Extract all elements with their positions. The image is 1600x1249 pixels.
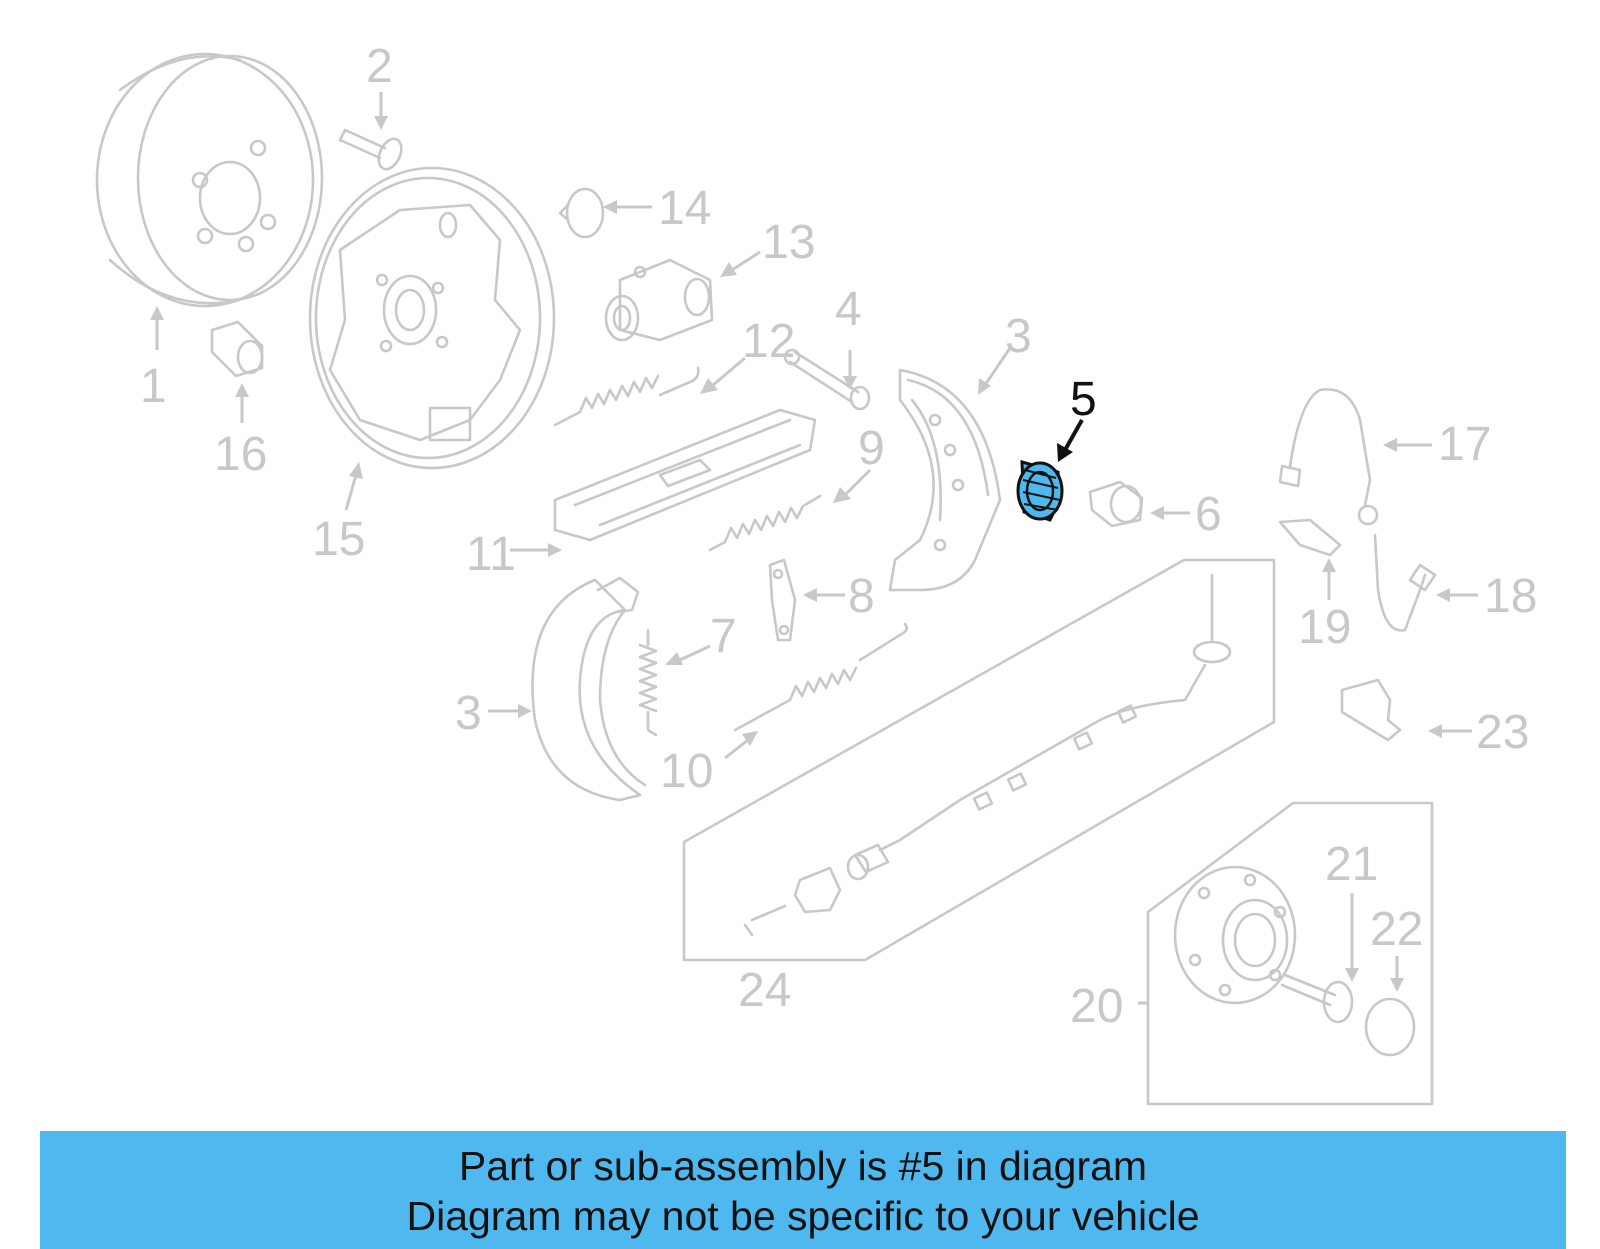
callout-16: 16 bbox=[214, 428, 267, 481]
upper-spring-part bbox=[553, 366, 700, 427]
bracket-part bbox=[1340, 678, 1402, 742]
callout-24: 24 bbox=[738, 964, 791, 1017]
brake-shoe-right-part bbox=[888, 368, 1002, 592]
adjuster-spring-part bbox=[708, 494, 822, 552]
wear-sensor-kit-panel bbox=[682, 558, 1276, 962]
callout-22: 22 bbox=[1370, 903, 1423, 956]
strut-part bbox=[768, 558, 797, 642]
callout-14: 14 bbox=[658, 182, 711, 235]
adjuster-pin-part bbox=[783, 348, 871, 411]
callout-labels: 1 2 3 3 4 5 6 7 8 9 10 11 12 13 14 15 16… bbox=[140, 40, 1537, 1033]
return-spring-part bbox=[733, 622, 908, 732]
wheel-cylinder-part bbox=[604, 258, 714, 342]
callout-2: 2 bbox=[366, 40, 393, 93]
callout-3-upper: 3 bbox=[1005, 310, 1032, 363]
callout-9: 9 bbox=[858, 422, 885, 475]
cap-part bbox=[1088, 480, 1144, 528]
callout-3-lower: 3 bbox=[455, 687, 482, 740]
backing-plate-part bbox=[308, 166, 556, 470]
bushing-part bbox=[210, 320, 264, 378]
callout-15: 15 bbox=[312, 513, 365, 566]
plug-part bbox=[558, 187, 605, 239]
bolt-part bbox=[338, 128, 403, 171]
callout-8: 8 bbox=[848, 570, 875, 623]
callout-1: 1 bbox=[140, 360, 167, 413]
callout-21: 21 bbox=[1325, 838, 1378, 891]
callout-4: 4 bbox=[835, 283, 862, 336]
callout-12: 12 bbox=[742, 315, 795, 368]
brake-drum-part bbox=[95, 52, 324, 308]
callout-20: 20 bbox=[1070, 980, 1123, 1033]
callout-13: 13 bbox=[762, 216, 815, 269]
callout-19: 19 bbox=[1298, 601, 1351, 654]
callout-10: 10 bbox=[660, 745, 713, 798]
banner-disclaimer: Diagram may not be specific to your vehi… bbox=[406, 1193, 1200, 1239]
callout-arrows bbox=[150, 92, 1478, 1005]
info-banner: Part or sub-assembly is #5 in diagram Di… bbox=[40, 1131, 1566, 1249]
hold-down-spring-part bbox=[638, 628, 658, 737]
callout-5: 5 bbox=[1070, 373, 1097, 426]
parking-lever-part bbox=[553, 408, 817, 542]
callout-6: 6 bbox=[1195, 488, 1222, 541]
callout-23: 23 bbox=[1476, 706, 1529, 759]
callout-11: 11 bbox=[466, 528, 516, 581]
banner-part-note: Part or sub-assembly is #5 in diagram bbox=[458, 1143, 1148, 1189]
brake-hose-part bbox=[1373, 533, 1437, 632]
brake-shoe-left-part bbox=[531, 576, 647, 802]
clip-part bbox=[1278, 518, 1342, 557]
wheel-hub-panel bbox=[1146, 801, 1434, 1106]
brake-line-part bbox=[1278, 388, 1379, 526]
callout-7: 7 bbox=[710, 610, 737, 663]
dust-boot-part-highlighted bbox=[1016, 460, 1064, 522]
callout-18: 18 bbox=[1484, 570, 1537, 623]
callout-17: 17 bbox=[1438, 418, 1491, 471]
